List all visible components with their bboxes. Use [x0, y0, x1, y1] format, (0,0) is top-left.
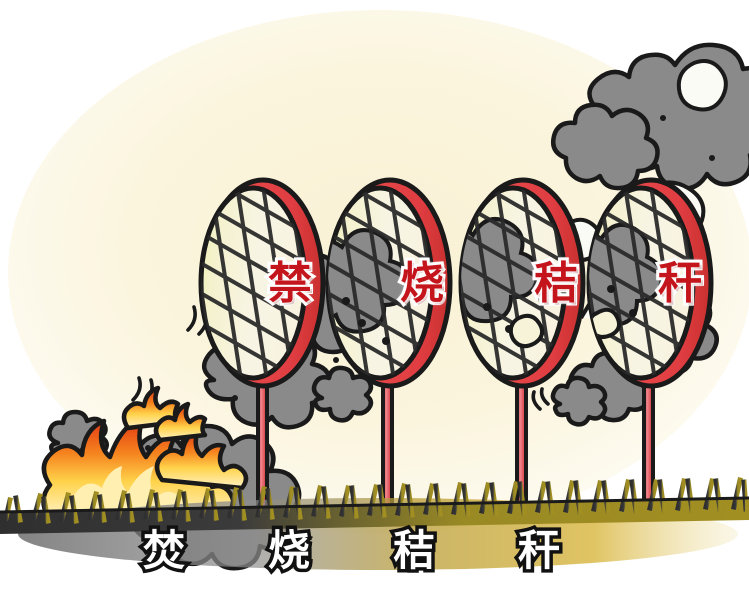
ground-top-edge	[0, 496, 749, 514]
ground-caption-char-1: 焚	[139, 526, 188, 575]
racket-1	[198, 177, 326, 520]
racket-4-net	[589, 188, 693, 378]
headline-char-2: 烧	[397, 258, 447, 309]
headline-char-1: 禁	[265, 258, 315, 309]
headline-char-3: 秸	[531, 258, 581, 309]
ground-caption-char-4: 秆	[514, 526, 563, 575]
grass-blades	[3, 477, 749, 524]
ground-caption-char-2: 烧	[264, 526, 313, 575]
headline-char-4: 秆	[655, 258, 705, 309]
racket-group	[198, 177, 714, 520]
racket-2-handle	[381, 378, 394, 520]
ground-caption-char-3: 秸	[389, 526, 438, 575]
racket-4	[586, 177, 714, 520]
racket-2	[325, 177, 453, 520]
straw-field-ground	[0, 477, 749, 534]
ground-base	[0, 498, 749, 534]
